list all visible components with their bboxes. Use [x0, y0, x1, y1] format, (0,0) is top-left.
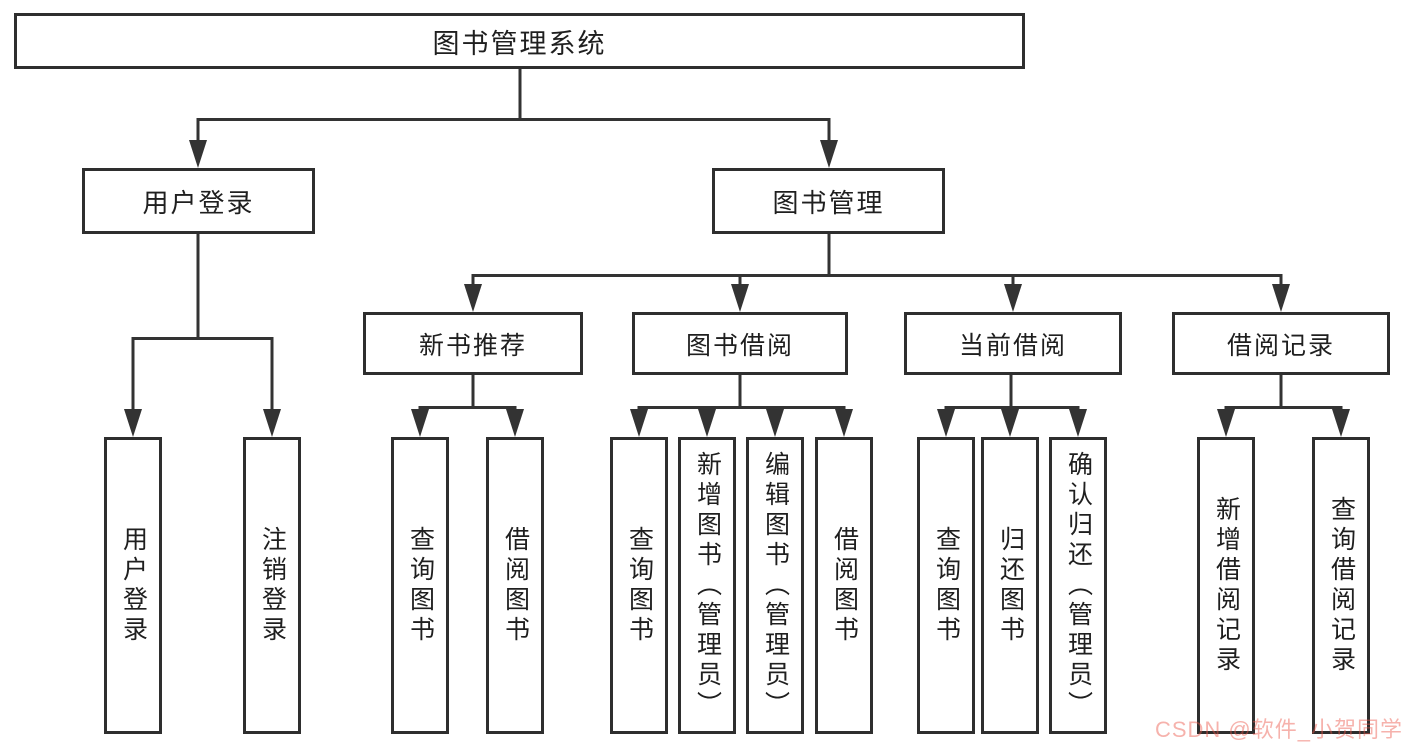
node-new-book-recommend: 新书推荐	[363, 312, 583, 375]
connector-borrow-records	[1217, 375, 1350, 437]
arrowhead-down-icon	[1004, 284, 1022, 312]
leaf-label: 新增借阅记录	[1212, 495, 1241, 676]
leaf-query-borrow-record: 查询借阅记录	[1312, 437, 1370, 734]
leaf-label: 查询图书	[625, 525, 654, 646]
leaf-label: 归还图书	[996, 525, 1025, 646]
arrowhead-down-icon	[464, 284, 482, 312]
leaf-label: 新增图书（管理员）	[693, 450, 722, 721]
leaf-borrow-books: 借阅图书	[815, 437, 873, 734]
leaf-label: 借阅图书	[830, 525, 859, 646]
arrowhead-down-icon	[1001, 409, 1019, 437]
leaf-user-login: 用户登录	[104, 437, 162, 734]
connector-new-book-recommend	[411, 375, 524, 437]
arrowhead-down-icon	[124, 409, 142, 437]
arrowhead-down-icon	[411, 409, 429, 437]
leaf-label: 确认归还（管理员）	[1064, 450, 1093, 721]
arrowhead-down-icon	[766, 409, 784, 437]
arrowhead-down-icon	[1217, 409, 1235, 437]
leaf-label: 查询借阅记录	[1327, 495, 1356, 676]
leaf-add-book-admin: 新增图书（管理员）	[678, 437, 736, 734]
arrowhead-down-icon	[698, 409, 716, 437]
connector-user-login	[124, 233, 281, 437]
node-current-borrow: 当前借阅	[904, 312, 1122, 375]
connector-current-borrow	[937, 375, 1087, 437]
arrowhead-down-icon	[189, 140, 207, 168]
node-book-management: 图书管理	[712, 168, 945, 234]
arrowhead-down-icon	[263, 409, 281, 437]
node-borrow-records: 借阅记录	[1172, 312, 1390, 375]
connector-book-borrow	[630, 375, 853, 437]
node-user-login: 用户登录	[82, 168, 315, 234]
arrowhead-down-icon	[731, 284, 749, 312]
arrowhead-down-icon	[506, 409, 524, 437]
leaf-label: 编辑图书（管理员）	[761, 450, 790, 721]
connector-root	[189, 68, 838, 168]
connector-book-management	[464, 233, 1290, 312]
leaf-add-borrow-record: 新增借阅记录	[1197, 437, 1255, 734]
leaf-borrow-books-recommend: 借阅图书	[486, 437, 544, 734]
arrowhead-down-icon	[1272, 284, 1290, 312]
leaf-label: 注销登录	[258, 525, 287, 646]
arrowhead-down-icon	[937, 409, 955, 437]
leaf-label: 查询图书	[406, 525, 435, 646]
node-book-borrow: 图书借阅	[632, 312, 848, 375]
leaf-return-books: 归还图书	[981, 437, 1039, 734]
leaf-query-books-recommend: 查询图书	[391, 437, 449, 734]
leaf-label: 查询图书	[932, 525, 961, 646]
leaf-query-books-borrow: 查询图书	[610, 437, 668, 734]
arrowhead-down-icon	[1332, 409, 1350, 437]
leaf-confirm-return-admin: 确认归还（管理员）	[1049, 437, 1107, 734]
arrowhead-down-icon	[630, 409, 648, 437]
arrowhead-down-icon	[835, 409, 853, 437]
node-root-system: 图书管理系统	[14, 13, 1025, 69]
leaf-label: 借阅图书	[501, 525, 530, 646]
leaf-edit-book-admin: 编辑图书（管理员）	[746, 437, 804, 734]
leaf-query-books-current: 查询图书	[917, 437, 975, 734]
leaf-logout: 注销登录	[243, 437, 301, 734]
arrowhead-down-icon	[820, 140, 838, 168]
leaf-label: 用户登录	[119, 525, 148, 646]
arrowhead-down-icon	[1069, 409, 1087, 437]
